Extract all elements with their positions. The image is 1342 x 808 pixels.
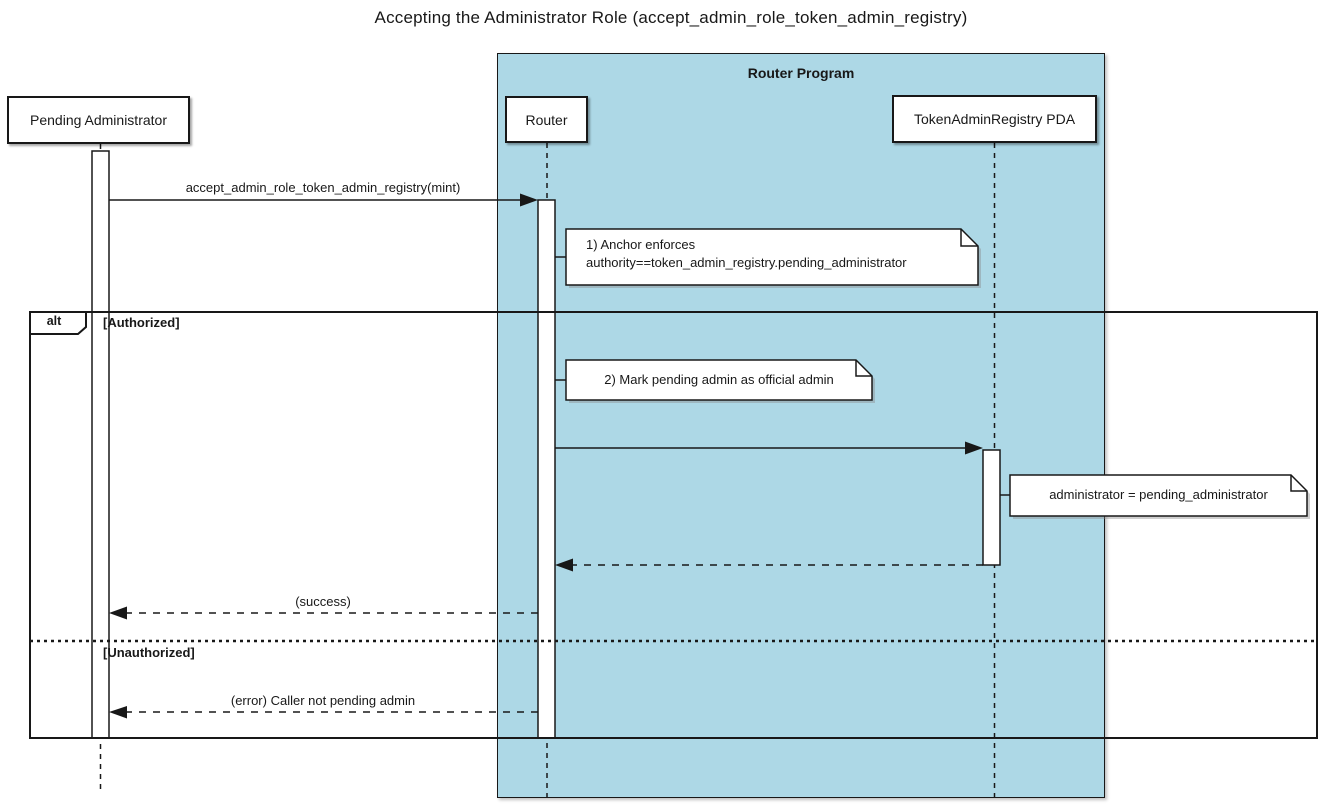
arrow-pda-return (555, 558, 983, 572)
note-anchor-check (555, 228, 981, 288)
participant-router-label: Router (525, 111, 568, 128)
alt-operator-pentagon (29, 311, 87, 335)
participant-token-admin-registry-pda: TokenAdminRegistry PDA (892, 95, 1097, 143)
guard-authorized-label: [Authorized] (103, 315, 180, 330)
arrow-error-return (109, 706, 538, 719)
router-program-boundary: Router Program (497, 53, 1105, 798)
note-anchor-check-line2: authority==token_admin_registry.pending_… (586, 255, 907, 270)
arrow-success-return (109, 606, 538, 620)
note-anchor-check-line1: 1) Anchor enforces (586, 237, 696, 252)
activation-bar-router (537, 199, 556, 739)
note-assign-admin (1000, 474, 1310, 519)
guard-unauthorized-label: [Unauthorized] (103, 645, 195, 660)
alt-operator-label: alt (46, 314, 62, 328)
participant-router: Router (505, 96, 588, 143)
message-error-label: (error) Caller not pending admin (230, 693, 416, 708)
activation-bar-pda (982, 449, 1001, 566)
arrow-router-to-pda (555, 441, 983, 455)
participant-pending-administrator: Pending Administrator (7, 96, 190, 144)
alt-fragment-frame (29, 311, 1318, 739)
note-mark-admin-text: 2) Mark pending admin as official admin (604, 372, 834, 387)
message-success-label: (success) (295, 594, 351, 609)
arrow-call-message (109, 193, 538, 207)
note-assign-admin-text: administrator = pending_administrator (1049, 487, 1268, 502)
participant-token-admin-registry-pda-label: TokenAdminRegistry PDA (913, 111, 1076, 127)
router-program-label: Router Program (747, 65, 855, 81)
note-mark-admin (555, 359, 875, 403)
message-call-label: accept_admin_role_token_admin_registry(m… (185, 180, 461, 195)
participant-pending-administrator-label: Pending Administrator (30, 112, 167, 128)
diagram-title: Accepting the Administrator Role (accept… (374, 8, 968, 27)
